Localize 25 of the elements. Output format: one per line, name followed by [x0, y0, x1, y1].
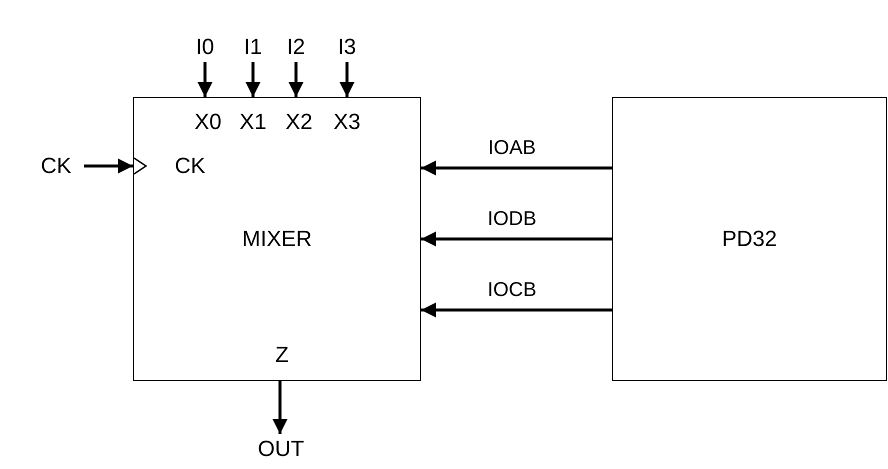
pin-label: X3	[334, 109, 360, 135]
pin-label: X0	[194, 109, 222, 135]
arrow	[84, 158, 133, 174]
signal-label: CK	[28, 151, 84, 181]
signal-label: OUT	[258, 434, 304, 464]
block-box	[612, 97, 887, 381]
arrow	[421, 232, 612, 246]
arrow	[421, 160, 612, 176]
arrow	[246, 62, 260, 97]
signal-label: I3	[332, 32, 362, 62]
signal-label: I1	[238, 32, 268, 62]
pin-label: X2	[286, 109, 312, 135]
signal-label: I0	[190, 32, 220, 62]
arrow	[272, 381, 288, 434]
pin-label: Z	[275, 342, 289, 368]
block-name: MIXER	[242, 226, 312, 252]
block-name: PD32	[722, 226, 778, 252]
arrow	[198, 62, 212, 97]
block-box	[133, 97, 421, 381]
signal-label: I2	[281, 32, 311, 62]
arrow	[288, 62, 304, 97]
pin-label: X1	[240, 109, 266, 135]
arrow	[421, 302, 612, 318]
arrow	[340, 62, 354, 97]
pin-label: CK	[174, 153, 206, 179]
